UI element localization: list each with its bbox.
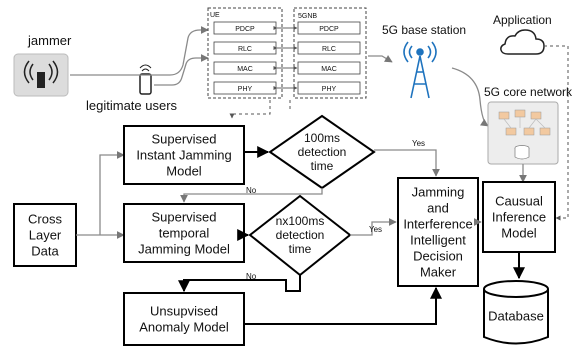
detection-100ms-line: time [311, 159, 334, 173]
gnb-mac-layer [297, 61, 361, 75]
decision-maker-line: Decision [413, 249, 463, 264]
bs-to-core-arrow [451, 67, 489, 127]
supervised-instant-line: Instant Jamming [136, 148, 231, 163]
ue-mac-label: MAC [237, 66, 253, 73]
gnb-phy-label: PHY [322, 86, 337, 93]
causal-inference-line: Causual [495, 194, 543, 209]
cross-layer-line: Cross [28, 212, 62, 227]
d1-yes-arrow [374, 149, 440, 177]
supervised-instant-box [123, 125, 245, 185]
causal-inference-line: Inference [492, 210, 546, 225]
causal-inference-box [482, 181, 556, 253]
core-network-label: 5G core network [484, 85, 573, 99]
cloud-icon [500, 29, 545, 55]
decision-maker-line: and [427, 201, 449, 216]
ue-label: UE [210, 12, 220, 19]
detection-nx100ms-line: time [289, 242, 312, 256]
detection-100ms-line: detection [298, 145, 347, 159]
stack-to-bs-arrow [368, 55, 393, 63]
supervised-instant-line: Model [166, 164, 202, 179]
d1-no-label: No [246, 186, 257, 195]
core-network-image [487, 101, 559, 165]
jammer-label: jammer [27, 33, 72, 48]
d1-yes-label: Yes [412, 139, 425, 148]
supervised-temporal-line: Jamming Model [138, 242, 230, 257]
supervised-temporal-line: temporal [159, 226, 210, 241]
jammer-icon [13, 53, 69, 97]
supervised-instant-line: Supervised [151, 132, 216, 147]
supervised-temporal-line: Supervised [151, 210, 216, 225]
decision-maker-line: Maker [420, 265, 457, 280]
detection-100ms-line: 100ms [304, 131, 340, 145]
unsupervised-anomaly-line: Anomaly Model [139, 320, 229, 335]
users-to-ue-arrow [154, 54, 209, 86]
cloud-to-causal-dash [544, 45, 569, 221]
jammer-to-ue-arrow [70, 26, 209, 76]
unsup-to-decision-arrow [244, 286, 442, 325]
decision-maker-box [397, 177, 479, 287]
unsupervised-anomaly-line: Unsupvised [150, 304, 218, 319]
d2-no-to-unsup-arrow [178, 275, 301, 293]
causal-inference-line: Model [501, 226, 537, 241]
detection-nx100ms-line: detection [276, 228, 325, 242]
application-label: Application [493, 13, 552, 27]
gnb-pdcp-label: PDCP [319, 26, 339, 33]
to-instant-arrow [99, 151, 125, 235]
gnb-mac-label: MAC [321, 66, 337, 73]
database-line: Database [488, 309, 544, 324]
cross-layer-line: Layer [29, 228, 62, 243]
phone-icon [139, 64, 152, 95]
base-station-label: 5G base station [382, 23, 466, 37]
d2-yes-label: Yes [369, 225, 382, 234]
gnb-rlc-layer [297, 41, 361, 55]
stack-down-arrow [229, 100, 271, 119]
gnb-label: 5GNB [298, 13, 317, 20]
database-cylinder [483, 280, 549, 345]
gnb-rlc-label: RLC [322, 46, 336, 53]
supervised-temporal-box [123, 203, 245, 263]
d2-yes-arrow [350, 218, 397, 236]
unsupervised-anomaly-box [123, 292, 245, 346]
decision-maker-line: Intelligent [410, 233, 466, 248]
ue-stack [207, 7, 283, 99]
cross-layer-line: Data [31, 244, 59, 259]
base-station-icon [403, 41, 437, 99]
gnb-stack [293, 7, 367, 99]
legitimate-users-label: legitimate users [86, 98, 178, 113]
gnb-phy-layer [297, 81, 361, 95]
gnb-pdcp-layer [297, 21, 361, 35]
detection-nx100ms-line: nx100ms [276, 214, 325, 228]
d1-no-arrow [180, 188, 323, 203]
ue-rlc-label: RLC [238, 46, 252, 53]
ue-phy-label: PHY [238, 86, 253, 93]
decision-maker-line: Jamming [412, 185, 465, 200]
ue-pdcp-label: PDCP [235, 26, 255, 33]
d2-no-label: No [246, 272, 257, 281]
decision-maker-line: Interference [403, 217, 472, 232]
